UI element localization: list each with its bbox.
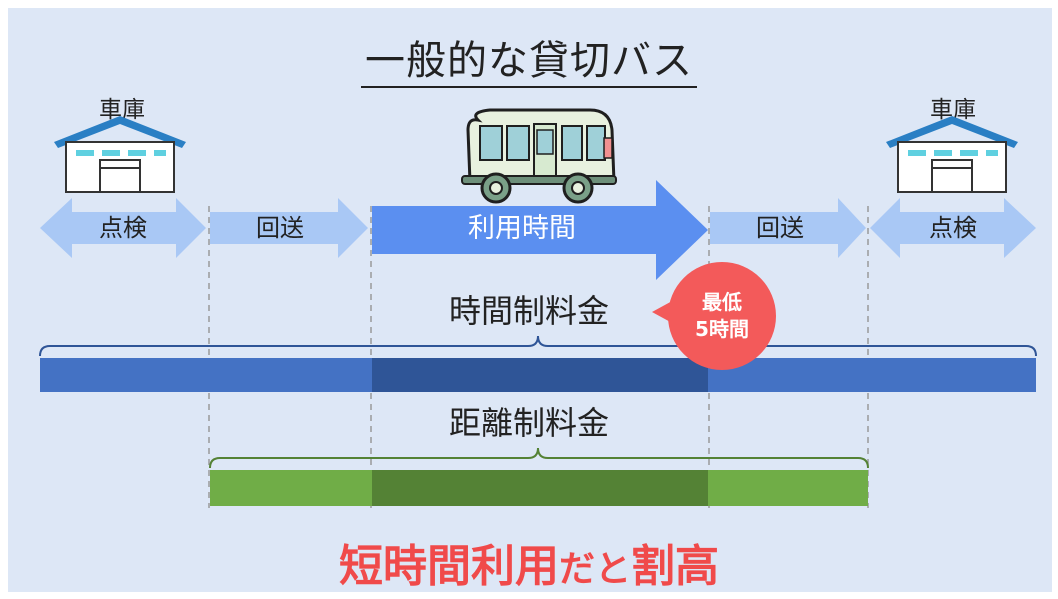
time-fare-brace	[39, 335, 1037, 357]
minimum-hours-badge: 最低 5時間	[668, 262, 776, 370]
garage-icon	[886, 116, 1018, 193]
conclusion-emphasis: 短時間利用	[338, 541, 559, 592]
usage-label: 利用時間	[468, 213, 576, 244]
deadhead-label-right: 回送	[756, 214, 804, 242]
badge-line1: 最低	[702, 290, 742, 314]
deadhead-arrow-left	[210, 198, 368, 258]
inspection-arrow-left	[40, 198, 206, 258]
distance-fare-label: 距離制料金	[448, 404, 609, 442]
title-text: 一般的な貸切バス	[361, 38, 697, 88]
usage-arrow	[372, 180, 708, 280]
conclusion-end: 割高	[631, 541, 719, 592]
deadhead-arrow-right	[710, 198, 866, 258]
conclusion-connector: だと	[558, 549, 631, 590]
page-title: 一般的な貸切バス	[0, 28, 1058, 88]
conclusion-text: 短時間利用だと割高	[0, 530, 1058, 594]
time-fare-bar-usage	[372, 358, 708, 392]
deadhead-label-left: 回送	[256, 214, 304, 242]
inspection-label-right: 点検	[929, 214, 977, 242]
garage-icon	[54, 116, 186, 193]
badge-line2: 5時間	[695, 317, 749, 341]
time-fare-label: 時間制料金	[448, 292, 609, 330]
distance-fare-bar-usage	[372, 470, 708, 506]
bus-icon	[461, 108, 617, 204]
inspection-label-left: 点検	[99, 214, 147, 242]
distance-fare-brace	[209, 447, 869, 469]
inspection-arrow-right	[870, 198, 1036, 258]
